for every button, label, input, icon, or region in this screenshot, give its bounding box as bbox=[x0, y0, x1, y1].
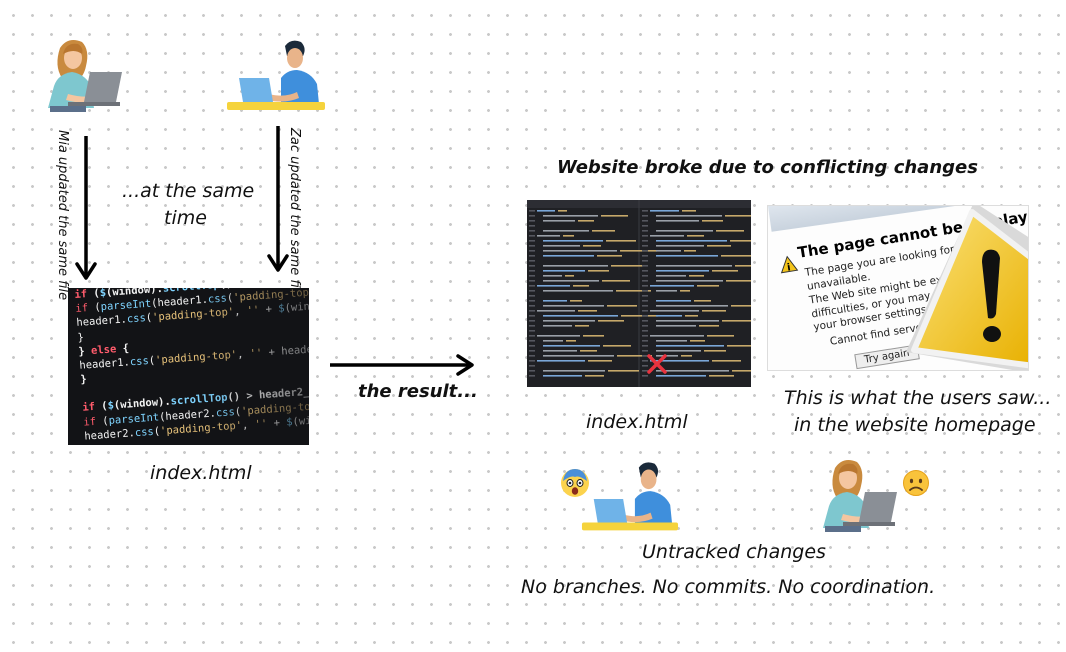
error-info-icon: i bbox=[780, 255, 799, 274]
diff-view-screenshot bbox=[527, 200, 751, 387]
no-branches-label: No branches. No commits. No coordination… bbox=[521, 576, 936, 598]
mia-updated-label: Mia updated the same file bbox=[55, 130, 70, 301]
same-time-line2: time bbox=[164, 207, 207, 229]
zac-updated-label: Zac updated the same file bbox=[287, 128, 302, 300]
zac-laptop-bottom-icon bbox=[581, 462, 679, 531]
error-page-screenshot: i The page cannot be displayed The page … bbox=[767, 205, 1029, 371]
index-html-left-label: index.html bbox=[150, 462, 252, 484]
warning-sign-icon bbox=[906, 206, 1028, 370]
same-time-line1: ...at the same bbox=[122, 180, 255, 202]
untracked-changes-label: Untracked changes bbox=[642, 541, 826, 563]
mia-down-arrow bbox=[75, 136, 97, 280]
users-saw-line1: This is what the users saw... bbox=[784, 387, 1052, 409]
code-screenshot: if ($(window).scrollTop() > header1_init… bbox=[68, 288, 309, 445]
result-arrow bbox=[330, 354, 474, 376]
mia-laptop-icon bbox=[48, 40, 122, 112]
index-html-right-label: index.html bbox=[586, 411, 688, 433]
conflict-title: Website broke due to conflicting changes bbox=[557, 157, 978, 178]
result-label: the result... bbox=[358, 381, 478, 402]
users-saw-line2: in the website homepage bbox=[794, 414, 1036, 436]
sad-face-icon bbox=[903, 470, 929, 496]
conflict-x-icon bbox=[647, 354, 667, 374]
mia-laptop-bottom-icon bbox=[823, 460, 897, 532]
zac-laptop-icon bbox=[227, 40, 325, 110]
svg-text:i: i bbox=[786, 262, 791, 273]
shocked-face-icon bbox=[561, 469, 589, 497]
zac-down-arrow bbox=[267, 126, 289, 272]
